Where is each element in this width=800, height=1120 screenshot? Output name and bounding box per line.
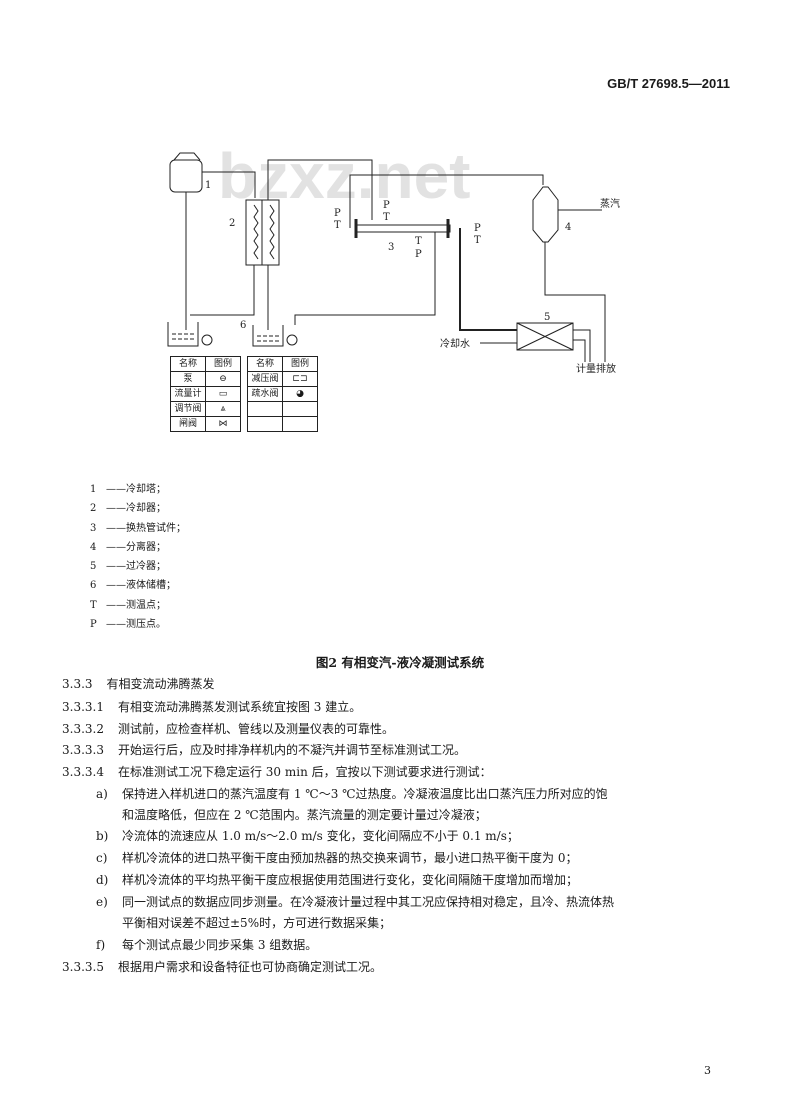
legend-table-left: 名称图例 泵⊖ 流量计▭ 调节阀⩓ 闸阀⋈ [170, 356, 241, 432]
key-item: 4——分离器； [90, 541, 166, 553]
cooling-water-label: 冷却水 [440, 337, 470, 350]
symbol-legend-table: 名称图例 泵⊖ 流量计▭ 调节阀⩓ 闸阀⋈ 名称图例 减压阀⊏⊐ 疏水阀◕ [170, 356, 318, 432]
pressure-point-label: P [383, 200, 390, 211]
list-item-e: e)同一测试点的数据应同步测量。在冷凝液计量过程中其工况应保持相对稳定，且冷、热… [96, 895, 615, 909]
liquid-tank [167, 322, 199, 347]
test-system-diagram: bzxz.net 1 2 3 4 [167, 140, 620, 375]
heat-exchange-tube [354, 224, 451, 233]
list-item-b: b)冷流体的流速应从 1.0 m/s～2.0 m/s 变化，变化间隔应不小于 0… [96, 829, 519, 843]
key-item: 1——冷却塔； [90, 484, 166, 495]
cooling-tower [169, 159, 203, 193]
page-number: 3 [704, 1064, 711, 1077]
key-item: 6——液体储槽； [90, 580, 176, 592]
pressure-point-label: P [474, 223, 481, 234]
label-1: 1 [205, 180, 211, 191]
label-2: 2 [229, 218, 235, 229]
pump-icon [286, 334, 298, 346]
separator [532, 186, 559, 243]
pressure-point-label: P [334, 208, 341, 219]
label-4: 4 [565, 222, 571, 233]
list-item-f: f)每个测试点最少同步采集 3 组数据。 [96, 938, 318, 952]
temperature-point-label: T [474, 235, 481, 246]
label-6: 6 [240, 320, 246, 331]
pressure-point-label: P [415, 249, 422, 260]
pump-icon [201, 334, 213, 346]
list-item-d: d)样机冷流体的平均热平衡干度应根据使用范围进行变化，变化间隔随干度增加而增加； [96, 873, 579, 887]
liquid-storage-tank [252, 325, 284, 347]
steam-label: 蒸汽 [600, 197, 620, 210]
list-item-c: c)样机冷流体的进口热平衡干度由预加热器的热交换来调节，最小进口热平衡干度为 0… [96, 851, 578, 865]
watermark: bzxz.net [218, 140, 470, 212]
list-item-e-cont: 平衡相对误差不超过±5%时，方可进行数据采集； [122, 916, 392, 930]
subcooler [516, 322, 574, 351]
temperature-point-label: T [383, 212, 390, 223]
key-item: 2——冷却器； [90, 503, 166, 515]
metering-discharge-label: 计量排放 [576, 362, 616, 375]
figure-key-list: 1——冷却塔； 2——冷却器； 3——换热管试件； 4——分离器； 5——过冷器… [90, 480, 186, 634]
label-3: 3 [388, 242, 394, 253]
temperature-point-label: T [334, 220, 341, 231]
key-item: P——测压点。 [90, 619, 166, 631]
key-item: T——测温点； [90, 599, 166, 611]
standard-number: GB/T 27698.5—2011 [607, 76, 730, 91]
list-item-a: a)保持进入样机进口的蒸汽温度有 1 ℃～3 ℃过热度。冷凝液温度比出口蒸汽压力… [96, 787, 608, 801]
temperature-point-label: T [415, 236, 422, 247]
key-item: 5——过冷器； [90, 561, 166, 573]
legend-table-right: 名称图例 减压阀⊏⊐ 疏水阀◕ [247, 356, 318, 432]
label-5: 5 [544, 312, 550, 323]
key-item: 3——换热管试件； [90, 522, 186, 534]
list-item-a-cont: 和温度略低，但应在 2 ℃范围内。蒸汽流量的测定要计量过冷凝液； [122, 808, 487, 822]
figure-caption: 图2 有相变汽-液冷凝测试系统 [315, 655, 485, 670]
